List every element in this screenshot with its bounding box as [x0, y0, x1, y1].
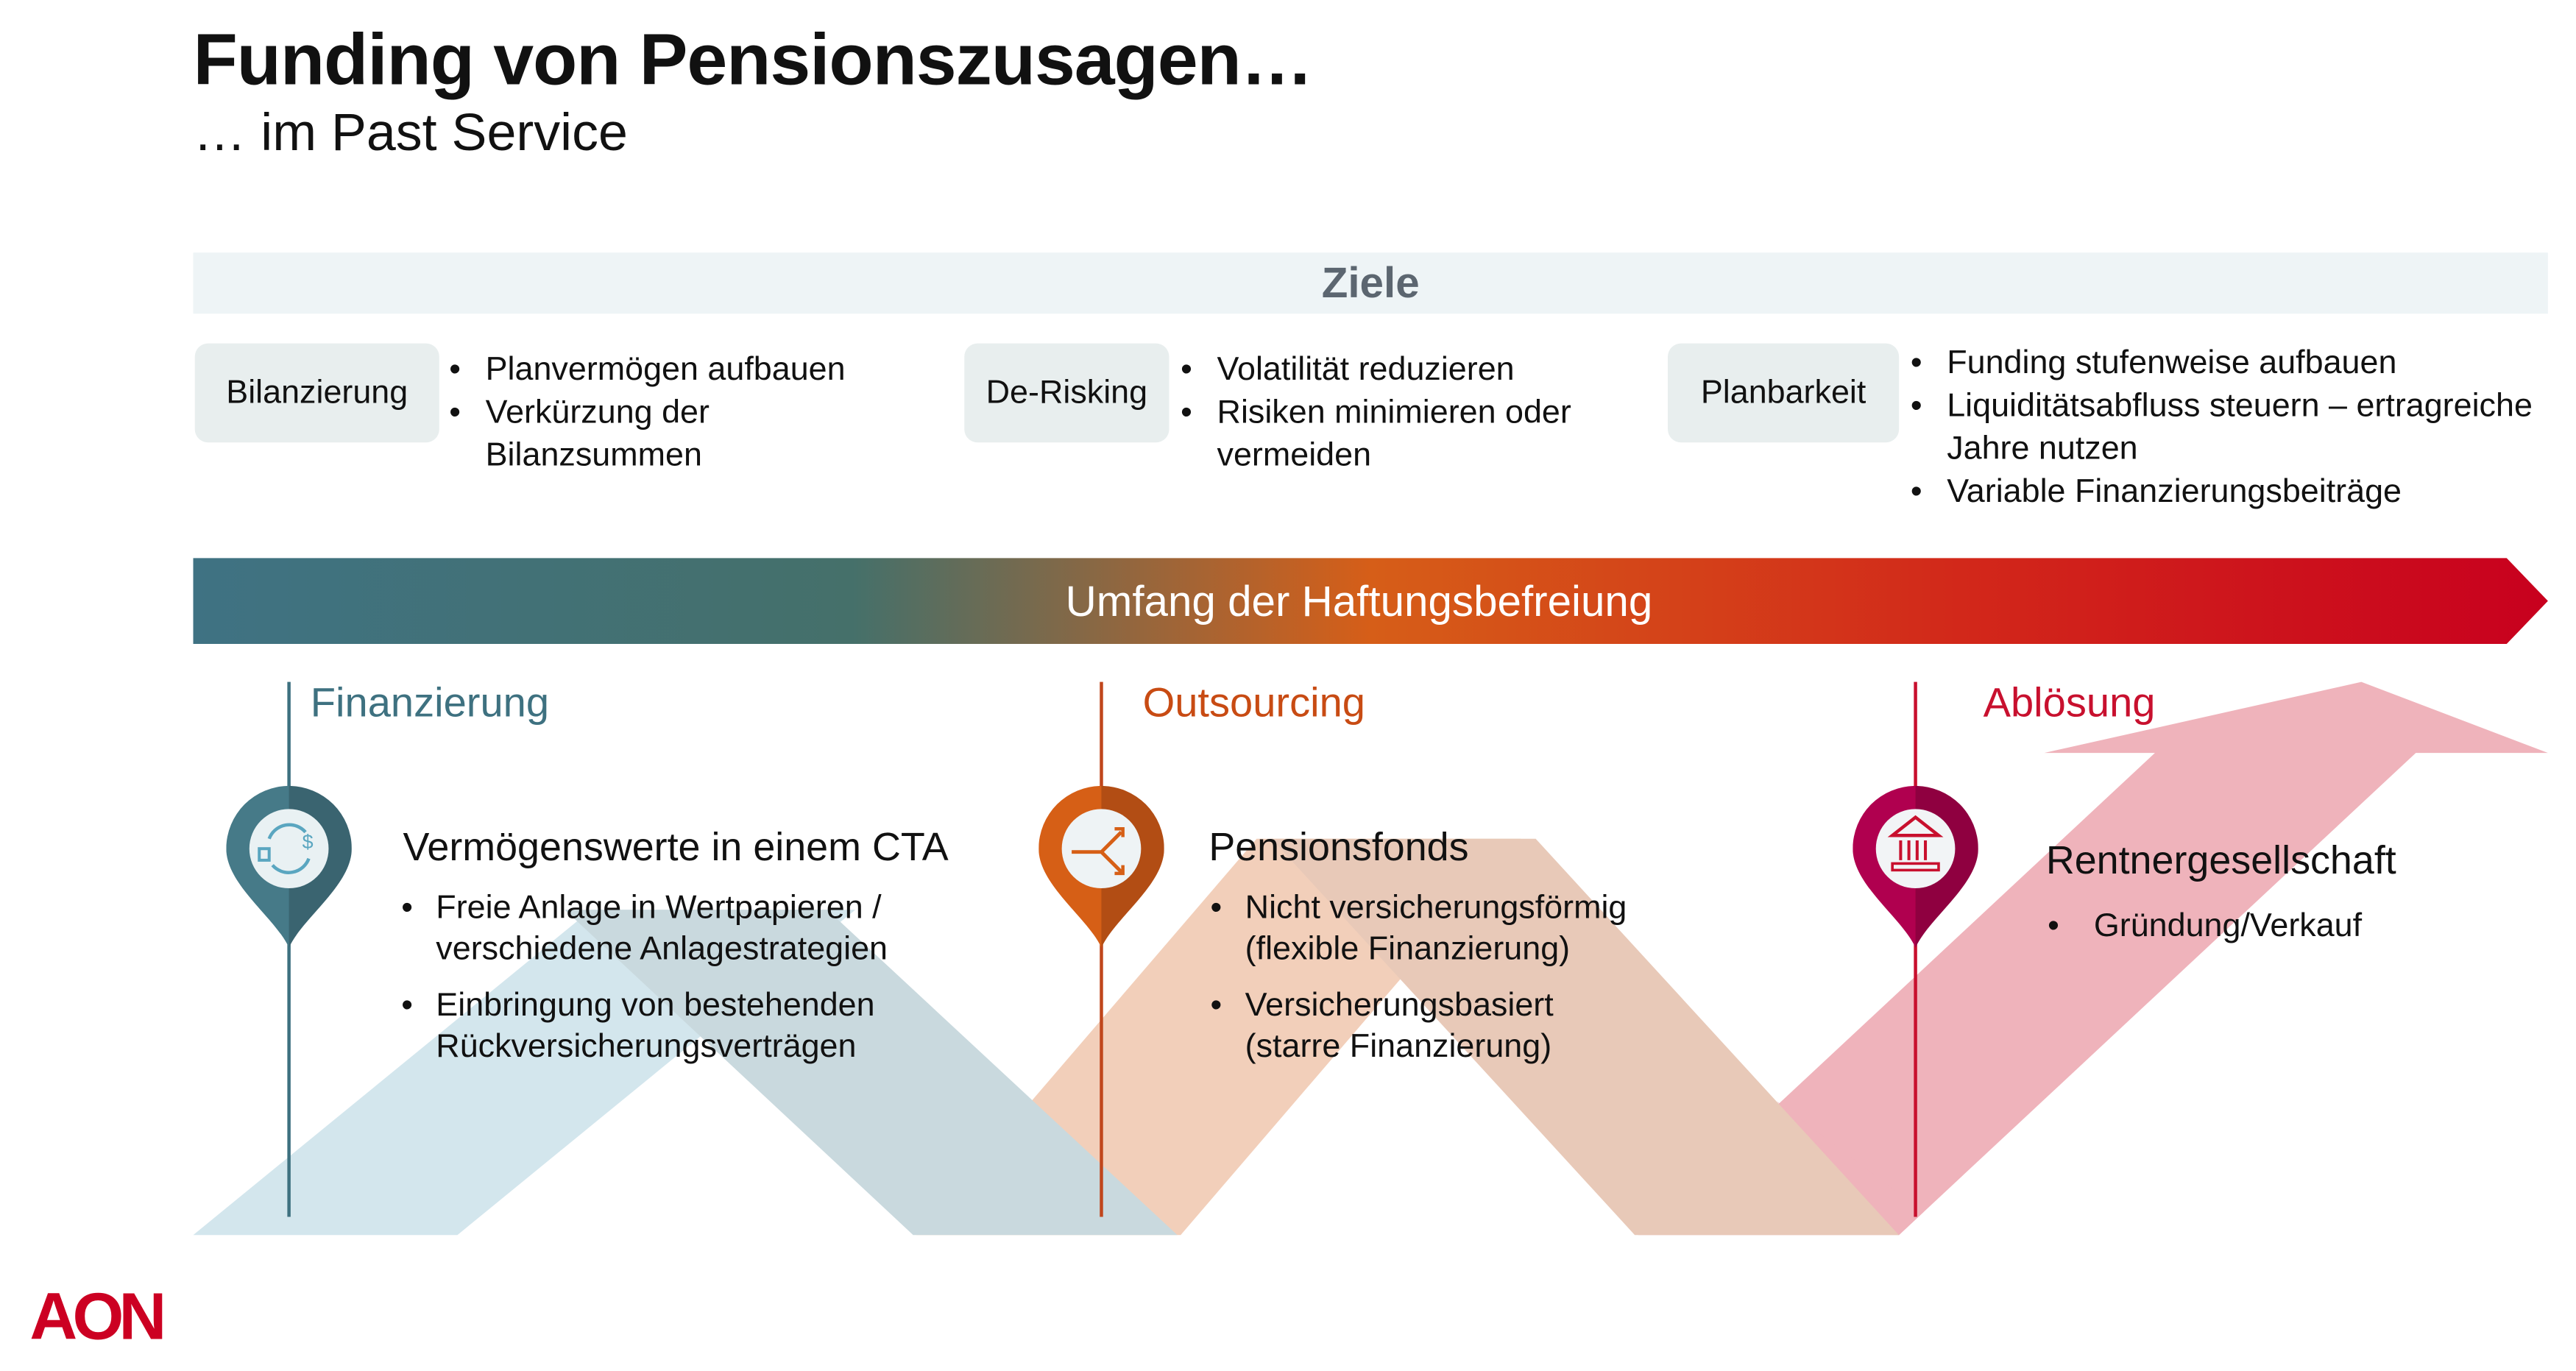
bullet-item: Nicht versicherungsförmig(flexible Finan…	[1211, 888, 1627, 969]
wave-band-pink-tip	[1777, 1101, 1924, 1236]
timeline-marker-finanzierung	[287, 681, 291, 1217]
timeline-marker-outsourcing	[1100, 681, 1103, 1217]
bullet-item: Gründung/Verkauf	[2048, 907, 2362, 947]
goal-bullets-bilanzierung: Planvermögen aufbauen Verkürzung der Bil…	[449, 348, 845, 477]
bullet-item: Planvermögen aufbauen	[449, 348, 845, 391]
bullet-item: Einbringung von bestehendenRückversicher…	[401, 985, 888, 1066]
page-title: Funding von Pensionszusagen…	[193, 19, 1314, 101]
bullet-item: Volatilität reduzieren	[1181, 348, 1571, 391]
banner-arrow	[193, 558, 2548, 645]
timeline-marker-abloesung	[1914, 681, 1917, 1217]
split-arrows-icon	[1038, 785, 1164, 948]
goal-bullets-planbarkeit: Funding stufenweise aufbauen Liquiditäts…	[1911, 341, 2533, 513]
banner-label: Umfang der Haftungsbefreiung	[1065, 576, 1653, 626]
goals-heading: Ziele	[193, 252, 2548, 314]
goal-label-bilanzierung: Bilanzierung	[194, 343, 439, 443]
goal-bullets-de-risking: Volatilität reduzieren Risiken minimiere…	[1181, 348, 1571, 477]
stage-heading-finanzierung: Finanzierung	[310, 680, 550, 727]
stage-title-cta: Vermögenswerte in einem CTA	[403, 825, 949, 871]
stage-bullets-outsourcing: Nicht versicherungsförmig(flexible Finan…	[1211, 888, 1627, 1083]
bullet-continuation: Bilanzsummen	[485, 437, 702, 474]
svg-text:$: $	[302, 831, 314, 853]
bullet-item: Liquiditätsabfluss steuern – ertragreich…	[1911, 385, 2533, 428]
goal-label-planbarkeit: Planbarkeit	[1668, 343, 1900, 443]
bullet-continuation: vermeiden	[1217, 437, 1372, 474]
goal-label-de-risking: De-Risking	[964, 343, 1170, 443]
stage-title-pensionsfonds: Pensionsfonds	[1209, 825, 1469, 871]
bullet-item: Verkürzung der	[449, 392, 845, 434]
wave-band-pink-up	[1638, 681, 2548, 1236]
bullet-continuation: Jahre nutzen	[1947, 431, 2138, 467]
stage-heading-abloesung: Ablösung	[1983, 680, 2156, 727]
bullet-item: Freie Anlage in Wertpapieren /verschiede…	[401, 888, 888, 969]
bank-building-icon	[1853, 785, 1978, 948]
bullet-item: Versicherungsbasiert(starre Finanzierung…	[1211, 985, 1627, 1066]
stage-heading-outsourcing: Outsourcing	[1142, 680, 1366, 727]
bullet-item: Funding stufenweise aufbauen	[1911, 341, 2533, 384]
stage-title-rentnergesellschaft: Rentnergesellschaft	[2045, 838, 2396, 884]
currency-exchange-icon: $	[226, 785, 352, 948]
bullet-item: Risiken minimieren oder	[1181, 392, 1571, 434]
stage-bullets-abloesung: Gründung/Verkauf	[2048, 907, 2362, 963]
page-subtitle: … im Past Service	[193, 102, 628, 162]
stage-bullets-finanzierung: Freie Anlage in Wertpapieren /verschiede…	[401, 888, 888, 1083]
aon-logo: AON	[29, 1281, 166, 1354]
bullet-item: Variable Finanzierungsbeiträge	[1911, 470, 2533, 513]
